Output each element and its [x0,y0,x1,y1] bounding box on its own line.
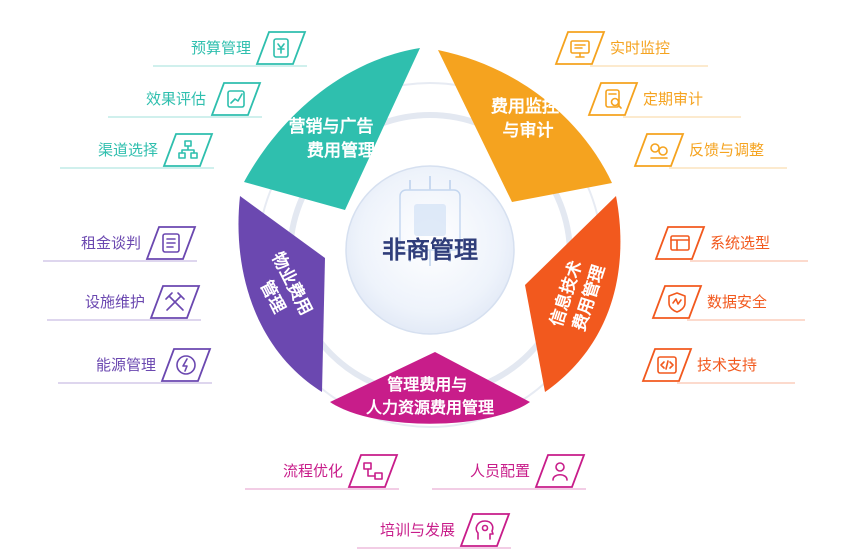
item-monitor-3: 反馈与调整 [633,133,787,169]
item-icon-box [654,226,706,260]
segment-hr-label: 管理费用与 人力资源费用管理 [366,375,494,417]
item-monitor-2: 定期审计 [587,82,741,118]
item-label: 系统选型 [710,234,770,252]
segment-property: 物业费用 管理 [238,196,325,392]
window-icon [670,235,690,251]
shield-icon [668,292,686,313]
feedback-icon [650,143,668,159]
item-marketing-1: 预算管理 [153,31,307,67]
segment-marketing: 营销与广告 费用管理 [244,48,420,210]
center-hub: 非商管理 [345,165,515,335]
segment-monitor-shape [438,50,612,202]
item-label: 预算管理 [191,39,251,57]
item-property-2: 设施维护 [47,285,201,321]
segment-marketing-shape [244,48,420,210]
segment-monitor: 费用监控 与审计 [438,50,612,202]
segment-hr: 管理费用与 人力资源费用管理 [330,352,530,424]
segment-it: 信息技术 费用管理 [525,196,621,392]
segment-monitor-label: 费用监控 与审计 [491,96,565,141]
item-label: 设施维护 [85,293,145,311]
segment-hr-shape [330,352,530,424]
monitor-icon [570,40,590,58]
item-label: 数据安全 [707,293,767,311]
item-label: 能源管理 [96,356,156,374]
center-title: 非商管理 [382,236,478,264]
hierarchy-icon [178,140,198,159]
item-hr-3: 培训与发展 [357,513,511,549]
item-marketing-3: 渠道选择 [60,133,214,169]
tools-icon [165,292,185,311]
item-label: 租金谈判 [81,234,141,252]
person-icon [552,462,568,481]
audit-doc-icon [605,89,622,109]
code-icon [657,356,677,374]
item-it-3: 技术支持 [641,348,795,384]
item-label: 反馈与调整 [689,141,764,159]
item-label: 渠道选择 [98,141,158,159]
chart-edit-icon [227,90,245,108]
contract-icon [162,233,180,253]
item-it-2: 数据安全 [651,285,805,321]
segment-marketing-label: 营销与广告 费用管理 [289,116,380,161]
item-label: 定期审计 [643,90,703,108]
yen-doc-icon [273,38,289,58]
item-it-1: 系统选型 [654,226,808,262]
item-label: 人员配置 [470,462,530,480]
item-monitor-1: 实时监控 [554,31,708,67]
flow-icon [363,462,383,480]
item-label: 流程优化 [283,462,343,480]
item-property-1: 租金谈判 [43,226,197,262]
item-hr-2: 人员配置 [432,454,586,490]
item-label: 效果评估 [146,90,206,108]
item-icon-box [347,454,399,488]
item-property-3: 能源管理 [58,348,212,384]
center-chip-icon [399,176,461,266]
segment-property-shape [238,196,325,392]
item-marketing-2: 效果评估 [108,82,262,118]
item-label: 培训与发展 [380,521,455,539]
item-label: 实时监控 [610,39,670,57]
energy-icon [176,355,196,375]
item-label: 技术支持 [697,356,757,374]
segment-it-shape [525,196,621,392]
item-hr-1: 流程优化 [245,454,399,490]
item-icon-box [160,348,212,382]
brain-icon [475,520,494,540]
